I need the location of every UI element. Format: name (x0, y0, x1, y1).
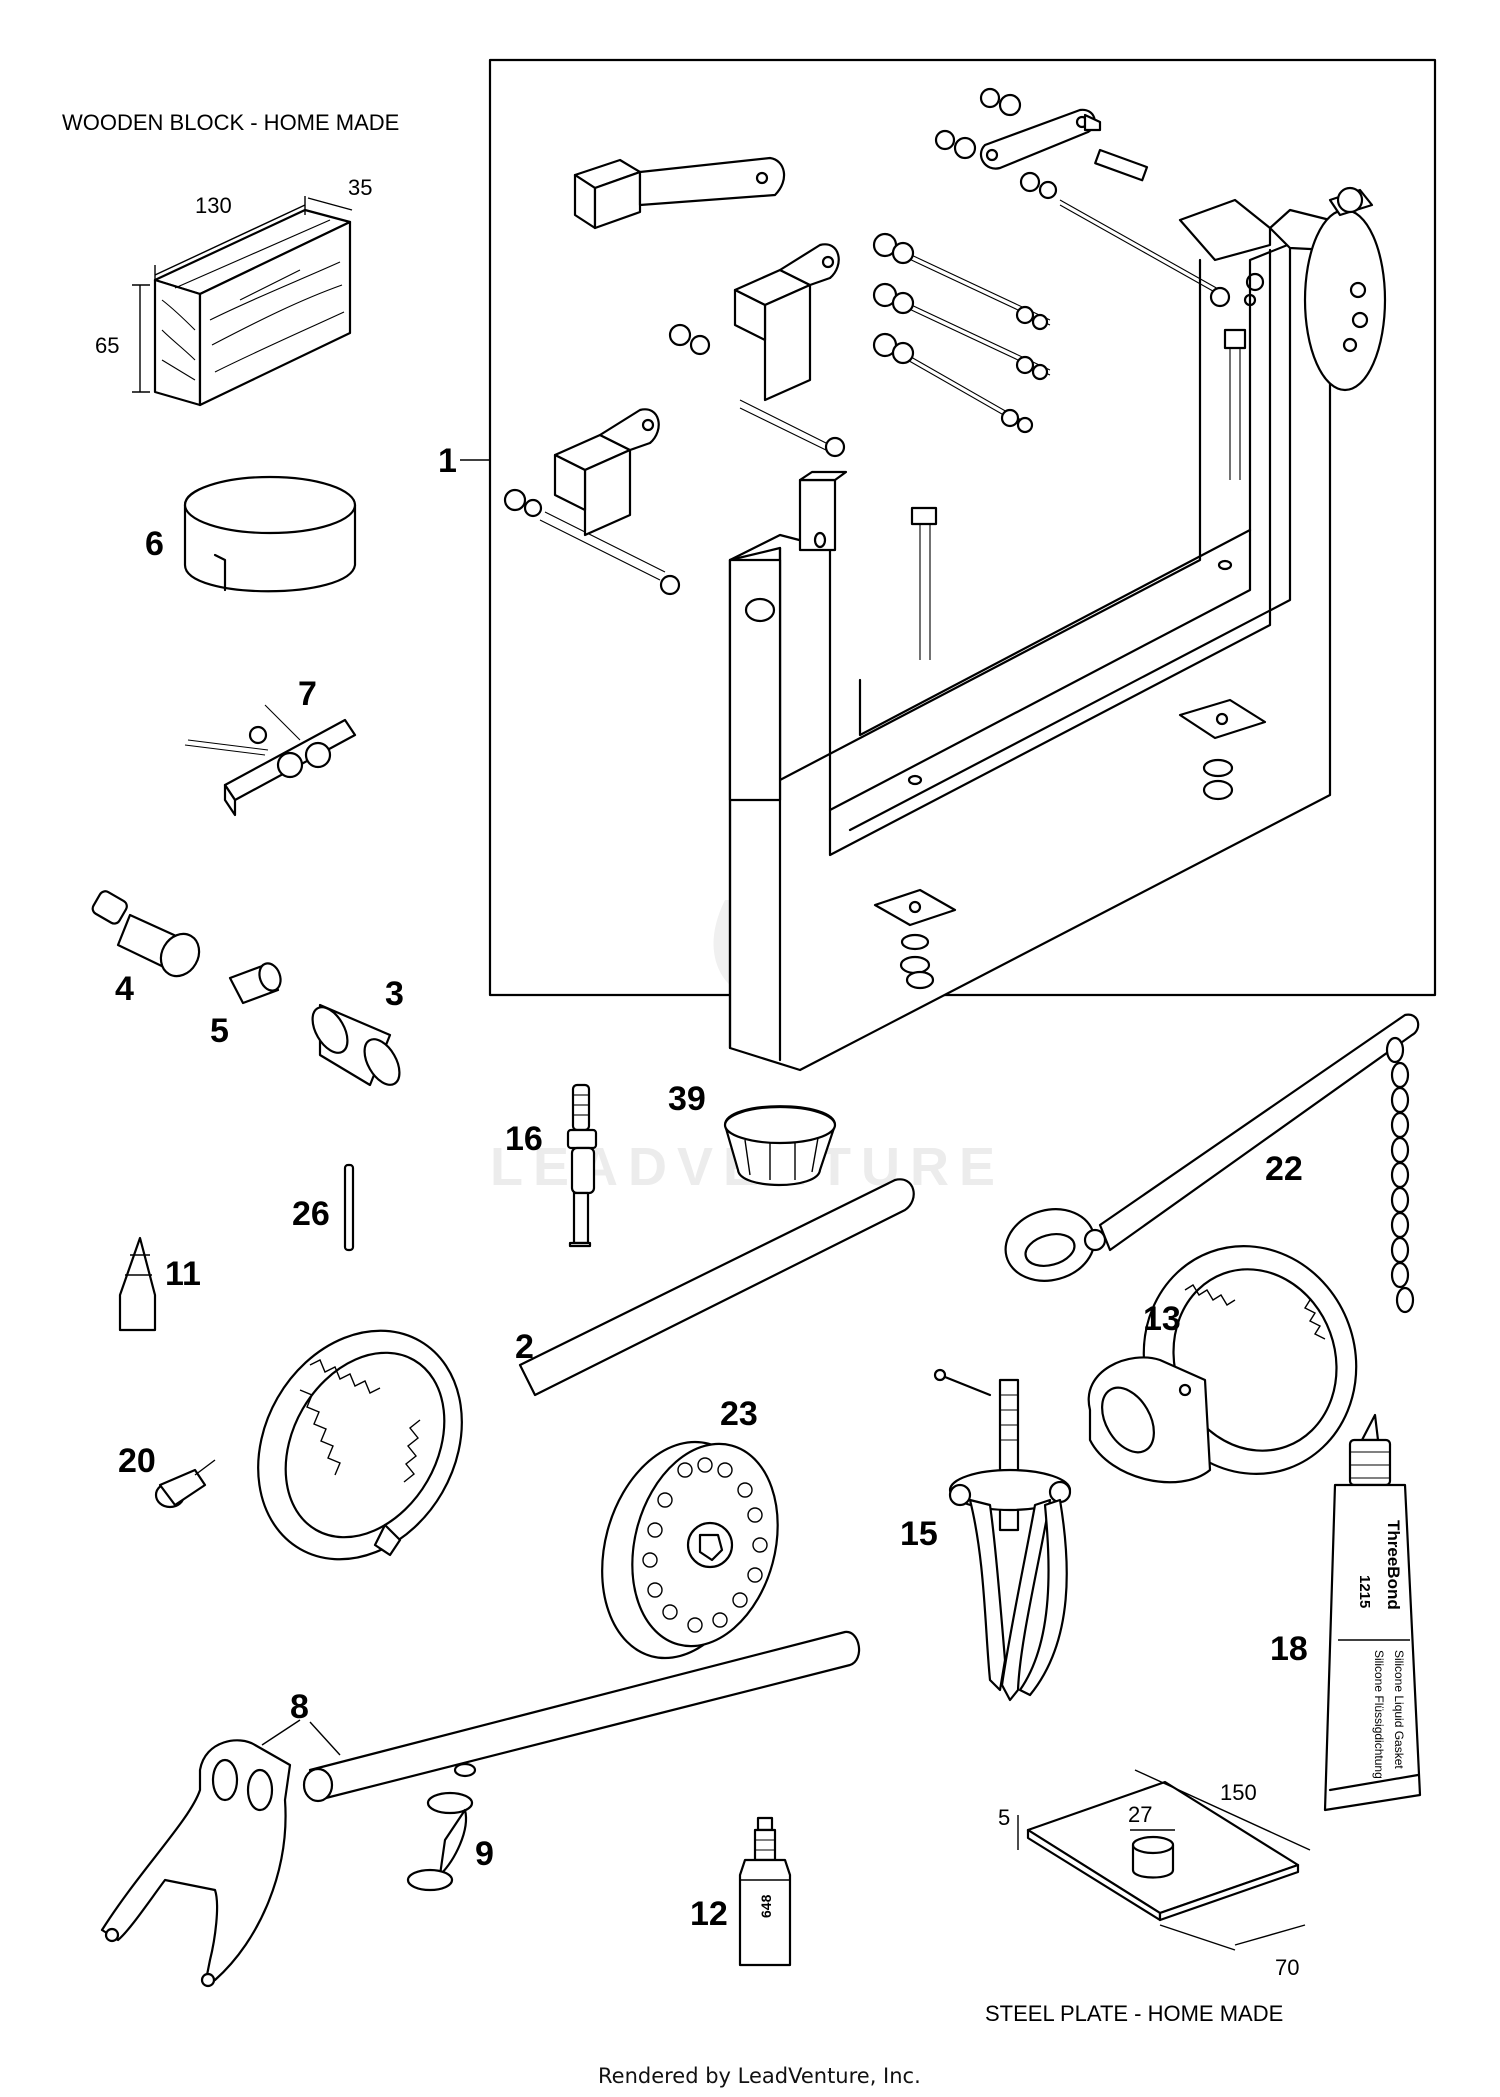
rotor-holder-23: 23 (601, 1395, 779, 1660)
callout-5: 5 (210, 1012, 229, 1050)
screw-20: 20 (118, 1442, 216, 1509)
callout-23: 23 (720, 1395, 758, 1433)
callout-22: 22 (1265, 1150, 1303, 1188)
tube-11: 11 (118, 1236, 201, 1332)
engine-stand-kit: 1 (438, 58, 1437, 1072)
bottle-12-code: 648 (758, 1894, 774, 1918)
callout-6: 6 (145, 525, 164, 563)
cup-tool-39: 39 (668, 1080, 837, 1186)
tube-18-brand: ThreeBond (1384, 1520, 1403, 1610)
chain-wrench-22: 22 (1004, 1013, 1420, 1314)
slide-hammer-16: 16 (505, 1083, 598, 1248)
tube-18-text-b: Silicone Flüssigdichtung (1372, 1650, 1386, 1779)
kit-frame-box (488, 58, 1437, 997)
block-height-dim: 65 (95, 333, 119, 358)
puller-bar-7: 7 (184, 675, 357, 817)
callout-3: 3 (385, 975, 404, 1013)
callout-7: 7 (298, 675, 317, 713)
block-depth-dim: 35 (348, 175, 372, 200)
callout-1: 1 (438, 442, 457, 480)
callout-2: 2 (515, 1328, 534, 1366)
footer-credit: Rendered by LeadVenture, Inc. (598, 2064, 921, 2088)
steel-plate-caption: STEEL PLATE - HOME MADE (985, 2001, 1283, 2026)
plate-thickness-dim: 5 (998, 1805, 1010, 1830)
callout-12: 12 (690, 1895, 728, 1933)
callout-11: 11 (165, 1255, 201, 1293)
steel-plate: 5 27 150 70 STEEL PLATE - HOME MADE (985, 1769, 1311, 2026)
wooden-block-caption: WOODEN BLOCK - HOME MADE (62, 110, 399, 135)
holder-13: 13 (1087, 1245, 1358, 1484)
callout-9: 9 (475, 1835, 494, 1873)
callout-18: 18 (1270, 1630, 1308, 1668)
block-length-dim: 130 (195, 193, 232, 218)
callout-26: 26 (292, 1195, 330, 1233)
gear-puller-15: 15 (900, 1368, 1072, 1702)
tube-18-text-a: Silicone Liquid Gasket (1392, 1650, 1406, 1769)
sleeve-5: 5 (210, 962, 282, 1050)
callout-8: 8 (290, 1688, 309, 1726)
plate-boss-dim: 27 (1128, 1802, 1152, 1827)
sleeve-3: 3 (311, 975, 404, 1087)
callout-20: 20 (118, 1442, 156, 1480)
spacer-tool-9: 9 (406, 1762, 494, 1892)
pin-26: 26 (292, 1163, 355, 1252)
tool-4: 4 (91, 890, 201, 1008)
plate-length-dim: 150 (1220, 1780, 1257, 1805)
callout-15: 15 (900, 1515, 938, 1553)
tube-18-code: 1215 (1356, 1575, 1373, 1608)
holding-tool-8: 8 (100, 1630, 861, 1988)
threebond-tube-18: ThreeBond 1215 Silicone Liquid Gasket Si… (1270, 1413, 1422, 1812)
loctite-bottle-12: 648 12 (690, 1816, 792, 1967)
wooden-block: WOODEN BLOCK - HOME MADE 130 35 65 (62, 110, 399, 407)
clutch-holder-2: 2 (257, 1178, 915, 1561)
callout-4: 4 (115, 970, 134, 1008)
callout-16: 16 (505, 1120, 543, 1158)
ring-tool-6: 6 (145, 475, 357, 593)
callout-13: 13 (1143, 1300, 1181, 1338)
callout-39: 39 (668, 1080, 706, 1118)
plate-width-dim: 70 (1275, 1955, 1299, 1980)
